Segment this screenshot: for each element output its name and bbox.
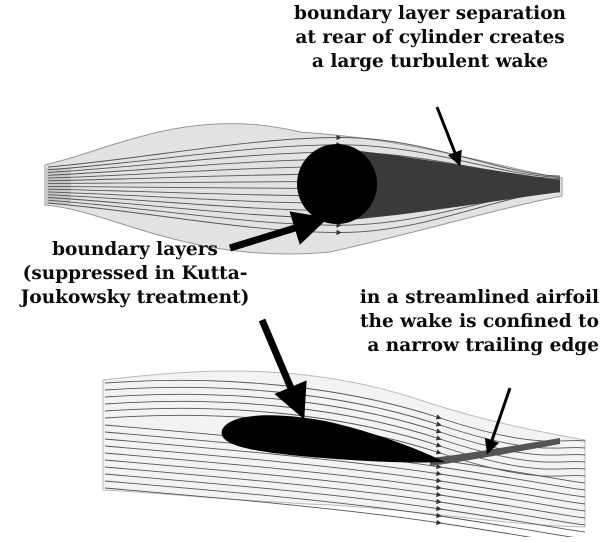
annotation-line: (suppressed in Kutta- <box>0 262 270 286</box>
cylinder-wake-annotation: boundary layer separation at rear of cyl… <box>265 2 595 74</box>
annotation-line: at rear of cylinder creates <box>265 26 595 50</box>
annotation-line: the wake is confined to <box>310 310 599 334</box>
cylinder-flow-field <box>45 124 562 254</box>
annotation-line: boundary layers <box>0 238 270 262</box>
boundary-layers-annotation: boundary layers (suppressed in Kutta- Jo… <box>0 238 270 310</box>
airfoil-wake-annotation: in a streamlined airfoil the wake is con… <box>310 286 599 358</box>
annotation-line: Joukowsky treatment) <box>0 286 270 310</box>
annotation-line: a narrow trailing edge <box>310 334 599 358</box>
airfoil-flow-field <box>103 371 585 537</box>
wake-pointer-arrow <box>437 107 457 158</box>
cylinder-body <box>297 144 377 224</box>
annotation-line: in a streamlined airfoil <box>310 286 599 310</box>
annotation-line: a large turbulent wake <box>265 50 595 74</box>
annotation-line: boundary layer separation <box>265 2 595 26</box>
